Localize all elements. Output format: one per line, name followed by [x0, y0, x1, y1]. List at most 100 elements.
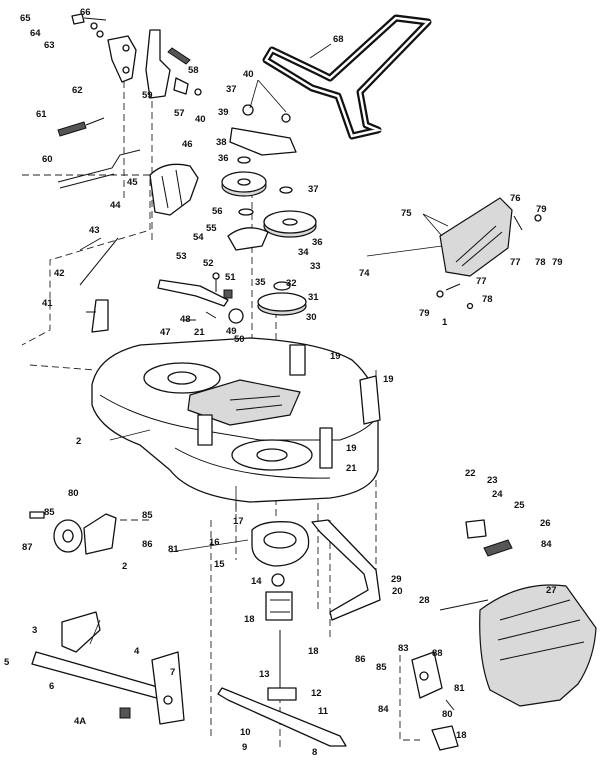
- callout-label: 28: [419, 595, 430, 606]
- callout-label: 85: [142, 510, 153, 521]
- callout-label: 86: [142, 539, 153, 550]
- idler-bracket: [229, 104, 297, 156]
- callout-label: 33: [310, 261, 321, 272]
- lift-arm-assembly: [31, 611, 185, 725]
- bracket-41: [86, 299, 109, 333]
- idler-pulleys: [221, 156, 317, 316]
- callout-label: 86: [355, 654, 366, 665]
- callout-label: 1: [442, 317, 448, 328]
- callout-label: 19: [346, 443, 357, 454]
- callout-label: 18: [456, 730, 467, 741]
- callout-label: 75: [401, 208, 412, 219]
- callout-label: 24: [492, 489, 503, 500]
- callout-label: 11: [318, 706, 329, 717]
- callout-label: 43: [89, 225, 100, 236]
- lift-rod: [57, 149, 141, 183]
- callout-label: 15: [214, 559, 225, 570]
- callout-label: 17: [233, 516, 244, 527]
- callout-label: 80: [442, 709, 453, 720]
- callout-label: 78: [482, 294, 493, 305]
- belt-guard: [149, 163, 199, 216]
- callout-label: 85: [44, 507, 55, 518]
- callout-label: 16: [209, 537, 220, 548]
- deck-hanger: [145, 29, 202, 99]
- callout-label: 14: [251, 576, 262, 587]
- callout-label: 40: [195, 114, 206, 125]
- callout-label: 29: [391, 574, 402, 585]
- discharge-chute: [439, 519, 597, 707]
- callout-label: 7: [170, 667, 175, 678]
- deck-lift-bracket: [71, 13, 137, 83]
- callout-label: 56: [212, 206, 223, 217]
- callout-label: 59: [142, 90, 153, 101]
- callout-label: 51: [225, 272, 236, 283]
- callout-label: 8: [312, 747, 317, 758]
- right-side-shield: [436, 197, 542, 310]
- callout-label: 3: [32, 625, 37, 636]
- callout-label: 10: [240, 727, 251, 738]
- callout-label: 19: [330, 351, 341, 362]
- callout-label: 55: [206, 223, 217, 234]
- deck-rail: [311, 519, 381, 621]
- leader-lines: [79, 43, 449, 645]
- callout-label: 48: [180, 314, 191, 325]
- callout-label: 12: [311, 688, 322, 699]
- callout-label: 87: [22, 542, 33, 553]
- callout-label: 40: [243, 69, 254, 80]
- callout-label: 74: [359, 268, 370, 279]
- callout-label: 26: [540, 518, 551, 529]
- callout-label: 4: [134, 646, 140, 657]
- callout-label: 18: [308, 646, 319, 657]
- callout-label: 60: [42, 154, 53, 165]
- callout-label: 78: [535, 257, 546, 268]
- callout-label: 30: [306, 312, 317, 323]
- callout-label: 76: [510, 193, 521, 204]
- callout-label: 21: [346, 463, 357, 474]
- callout-label: 68: [333, 34, 344, 45]
- callout-label: 32: [286, 278, 297, 289]
- callout-label: 62: [72, 85, 83, 96]
- callout-label: 79: [536, 204, 547, 215]
- callout-label: 80: [68, 488, 79, 499]
- callout-label: 36: [312, 237, 323, 248]
- callout-label: 46: [182, 139, 193, 150]
- mower-blade: [217, 687, 347, 747]
- callout-label: 47: [160, 327, 171, 338]
- callout-label: 77: [510, 257, 521, 268]
- callout-label: 18: [244, 614, 255, 625]
- callout-label: 77: [476, 276, 487, 287]
- callout-label: 44: [110, 200, 121, 211]
- callout-label: 79: [552, 257, 563, 268]
- callout-label: 36: [218, 153, 229, 164]
- callout-label: 45: [127, 177, 138, 188]
- callout-label: 88: [432, 648, 443, 659]
- callout-label: 84: [378, 704, 389, 715]
- callout-label: 22: [465, 468, 476, 479]
- callout-label: 66: [80, 7, 91, 18]
- callout-label: 61: [36, 109, 47, 120]
- callout-label: 50: [234, 334, 245, 345]
- callout-label: 19: [383, 374, 394, 385]
- part-number-labels: 65 66 64 63 62 58 59 57 40 61 60 68 40 3…: [4, 7, 563, 758]
- callout-label: 53: [176, 251, 187, 262]
- idler-arm: [157, 272, 244, 324]
- callout-label: 41: [42, 298, 53, 309]
- callout-label: 65: [20, 13, 31, 24]
- callout-label: 49: [226, 326, 237, 337]
- callout-label: 23: [487, 475, 498, 486]
- callout-label: 58: [188, 65, 199, 76]
- callout-label: 83: [398, 643, 409, 654]
- callout-label: 38: [216, 137, 227, 148]
- callout-label: 52: [203, 258, 214, 269]
- spring-61: [57, 117, 105, 137]
- callout-label: 37: [308, 184, 319, 195]
- deck-housing: [91, 337, 381, 503]
- left-idler: [29, 511, 117, 555]
- callout-label: 37: [226, 84, 237, 95]
- callout-label: 81: [168, 544, 179, 555]
- callout-label: 39: [218, 107, 229, 118]
- callout-label: 64: [30, 28, 41, 39]
- callout-label: 9: [242, 742, 247, 753]
